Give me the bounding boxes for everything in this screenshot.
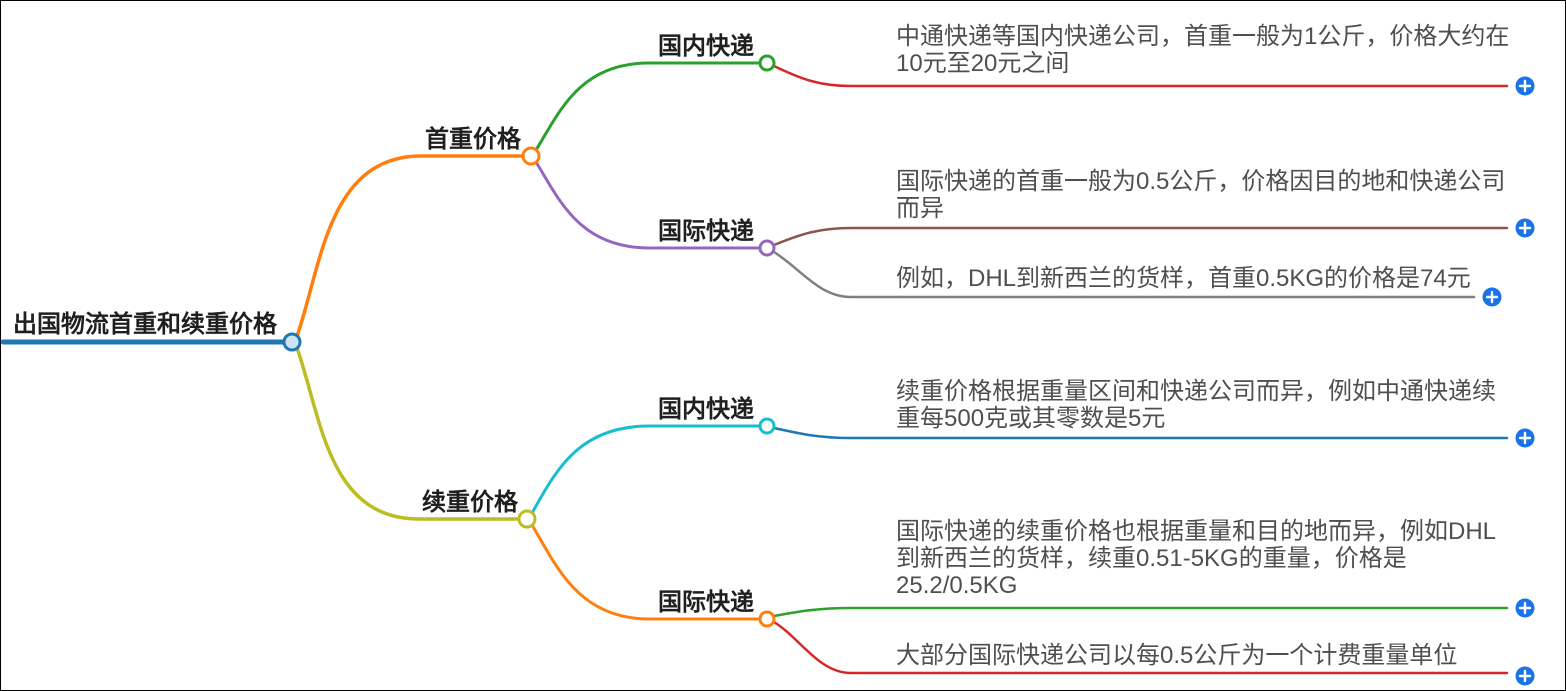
root-node-circle[interactable] (282, 332, 302, 352)
edge-root-to-first-weight (295, 154, 525, 338)
edge-root-to-additional-weight (295, 346, 521, 521)
edge-additional-weight-to-international (530, 523, 760, 621)
fw-domestic-node-circle[interactable] (758, 54, 776, 72)
edge-fw-intl-note1 (772, 226, 1509, 247)
fw-domestic-label[interactable]: 国内快递 (658, 33, 754, 60)
first-weight-node-circle[interactable] (521, 146, 541, 166)
plus-glyph (1518, 669, 1532, 683)
first-weight-label[interactable]: 首重价格 (425, 126, 521, 153)
edge-first-weight-to-domestic (534, 61, 760, 152)
fw-international-label[interactable]: 国际快递 (658, 218, 754, 245)
aw-domestic-node-circle[interactable] (758, 417, 776, 435)
aw-international-label[interactable]: 国际快递 (658, 589, 754, 616)
plus-glyph (1485, 290, 1499, 304)
edge-aw-domestic-note (772, 426, 1509, 440)
edge-aw-intl-note1 (772, 606, 1509, 618)
aw-domestic-label[interactable]: 国内快递 (658, 396, 754, 423)
leaf-aw-intl-note2[interactable]: 大部分国际快递公司以每0.5公斤为一个计费重量单位 (896, 642, 1458, 669)
leaf-fw-intl-note2[interactable]: 例如，DHL到新西兰的货样，首重0.5KG的价格是74元 (896, 265, 1471, 292)
plus-button-aw-intl-1[interactable] (1515, 598, 1535, 618)
plus-button-aw-domestic[interactable] (1515, 428, 1535, 448)
edge-aw-intl-note2 (772, 620, 1509, 675)
additional-weight-label[interactable]: 续重价格 (422, 489, 518, 516)
leaf-fw-intl-note1[interactable]: 国际快递的首重一般为0.5公斤，价格因目的地和快递公司而异 (896, 168, 1506, 222)
leaf-fw-domestic-note[interactable]: 中通快递等国内快递公司，首重一般为1公斤，价格大约在10元至20元之间 (896, 23, 1510, 77)
plus-glyph (1518, 601, 1532, 615)
leaf-aw-intl-note1[interactable]: 国际快递的续重价格也根据重量和目的地而异，例如DHL到新西兰的货样，续重0.51… (896, 518, 1497, 599)
plus-glyph (1518, 431, 1532, 445)
leaf-aw-domestic-note[interactable]: 续重价格根据重量区间和快递公司而异，例如中通快递续重每500克或其零数是5元 (896, 378, 1496, 432)
plus-button-aw-intl-2[interactable] (1515, 666, 1535, 686)
aw-international-node-circle[interactable] (758, 610, 776, 628)
plus-glyph (1518, 79, 1532, 93)
fw-international-node-circle[interactable] (758, 239, 776, 257)
edge-first-weight-to-international (534, 160, 760, 250)
plus-button-fw-intl-1[interactable] (1515, 218, 1535, 238)
plus-glyph (1518, 221, 1532, 235)
edge-fw-domestic-note (772, 64, 1509, 88)
plus-button-fw-intl-2[interactable] (1482, 287, 1502, 307)
root-node-label[interactable]: 出国物流首重和续重价格 (13, 311, 277, 338)
edge-fw-intl-note2 (772, 250, 1476, 299)
edge-additional-weight-to-domestic (530, 424, 760, 515)
additional-weight-node-circle[interactable] (517, 509, 537, 529)
plus-button-fw-domestic[interactable] (1515, 76, 1535, 96)
